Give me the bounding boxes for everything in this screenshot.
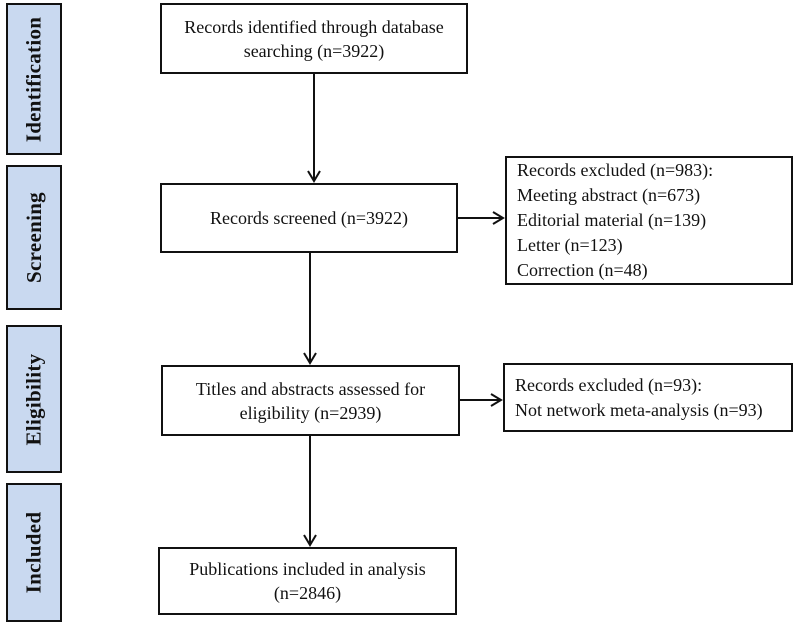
stage-eligibility-label: Eligibility [21, 353, 46, 445]
stage-screening-label: Screening [21, 192, 46, 283]
excluded-screening-line: Meeting abstract (n=673) [517, 185, 701, 205]
node-publications-included-text: Publications included in analysis (n=284… [189, 559, 426, 603]
excluded-screening-line: Correction (n=48) [517, 260, 648, 280]
node-records-excluded-screening: Records excluded (n=983): Meeting abstra… [505, 156, 793, 285]
excluded-eligibility-line: Records excluded (n=93): [515, 374, 703, 395]
node-titles-abstracts-assessed-text: Titles and abstracts assessed for eligib… [195, 378, 426, 423]
excluded-screening-line: Letter (n=123) [517, 235, 623, 255]
stage-included: Included [6, 483, 62, 622]
node-publications-included: Publications included in analysis (n=284… [158, 547, 457, 615]
node-titles-abstracts-assessed: Titles and abstracts assessed for eligib… [161, 365, 460, 436]
node-records-screened: Records screened (n=3922) [160, 183, 458, 253]
node-records-identified: Records identified through database sear… [160, 3, 468, 74]
excluded-eligibility-line: Not network meta-analysis (n=93) [515, 399, 763, 420]
stage-screening: Screening [6, 165, 62, 310]
excluded-screening-line: Editorial material (n=139) [517, 210, 707, 230]
stage-identification-label: Identification [21, 16, 46, 142]
node-records-identified-text: Records identified through database sear… [184, 16, 444, 61]
stage-included-label: Included [21, 511, 46, 594]
stage-eligibility: Eligibility [6, 325, 62, 473]
node-records-excluded-eligibility: Records excluded (n=93): Not network met… [503, 363, 793, 432]
node-records-screened-text: Records screened (n=3922) [209, 208, 409, 228]
stage-identification: Identification [6, 3, 62, 155]
excluded-screening-line: Records excluded (n=983): [517, 160, 714, 180]
